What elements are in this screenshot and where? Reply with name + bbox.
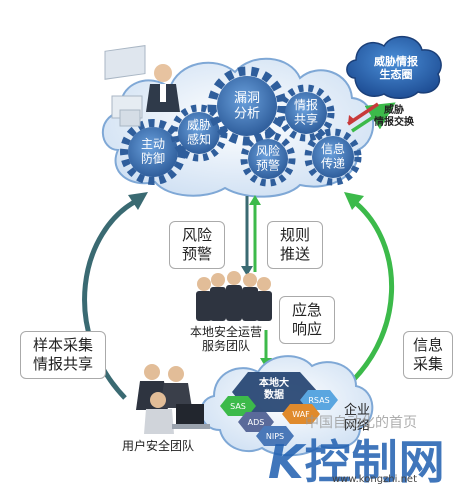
callout-sample-collect: 样本采集 情报共享 (20, 331, 106, 379)
gear-active-defense-label: 主动防御 (141, 137, 165, 165)
local-ops-team-label: 本地安全运营 服务团队 (190, 325, 263, 353)
exchange-arrows (347, 102, 396, 133)
bottom-center-label: 本地大数据 (259, 376, 289, 401)
watermark-site-text: 中国自动化的首页 (305, 415, 417, 431)
gear-intel-share: 情报共享 (277, 84, 335, 142)
left-arrowhead (128, 192, 148, 210)
node-rsas: RSAS (308, 396, 329, 405)
watermark-url: www.kongzhi.net (332, 474, 417, 485)
local-ops-team-figure (196, 271, 272, 321)
node-nips: NIPS (266, 432, 284, 441)
gear-vuln-analysis-label: 漏洞分析 (234, 90, 260, 122)
watermark-brand-prefix: K (268, 435, 305, 489)
enterprise-label: 企业网络 (344, 402, 370, 434)
gear-vuln-analysis: 漏洞分析 (207, 66, 287, 146)
bottom-nodes: SAS RSAS ADS WAF NIPS (220, 390, 338, 446)
gear-risk-alert: 风险预警 (240, 131, 296, 187)
ecosystem-cloud: 威胁情报生态圈 (346, 36, 442, 99)
node-waf: WAF (292, 410, 310, 419)
analyst-figure (104, 45, 180, 127)
gear-active-defense: 主动防御 (120, 119, 186, 185)
gear-risk-alert-label: 风险预警 (256, 143, 280, 172)
node-ads: ADS (248, 418, 265, 427)
gear-info-relay: 信息传递 (304, 128, 362, 186)
right-curved-arrow (333, 198, 395, 399)
gear-info-relay-label: 信息传递 (321, 141, 345, 170)
user-team-label: 用户安全团队 (122, 439, 195, 453)
gear-threat-sense-label: 威胁感知 (187, 117, 211, 146)
node-sas: SAS (230, 402, 246, 411)
callout-info-collect: 信息 采集 (403, 331, 453, 379)
watermark-logo: K控制网 (268, 426, 446, 492)
callout-rule-push: 规则 推送 (267, 221, 323, 269)
callout-emergency: 应急 响应 (279, 296, 335, 344)
exchange-label: 威胁情报交换 (374, 103, 415, 128)
callout-risk-alert: 风险 预警 (169, 221, 225, 269)
gear-intel-share-label: 情报共享 (294, 97, 318, 126)
user-team-figure (136, 364, 210, 434)
ecosystem-label: 威胁情报生态圈 (374, 54, 419, 81)
watermark-brand: 控制网 (304, 435, 446, 489)
right-arrowhead (344, 192, 364, 210)
bottom-cloud: 本地大数据 (200, 355, 374, 457)
